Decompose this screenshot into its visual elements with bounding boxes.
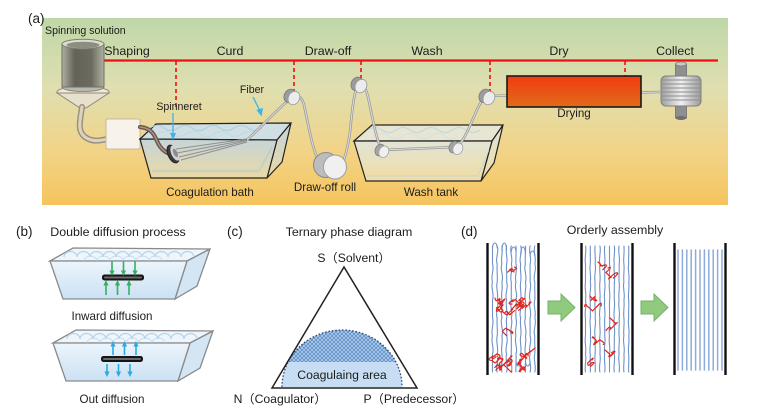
vertex-coagulator-label: N（Coagulator） [234, 392, 327, 406]
panel-b-letter: (b) [16, 224, 33, 239]
panel-b-title: Double diffusion process [50, 225, 185, 239]
panel-a-letter: (a) [28, 11, 45, 26]
inward-diffusion-arrows [103, 261, 138, 295]
drying-oven-icon [506, 75, 642, 108]
fiber-label: Fiber [240, 84, 265, 96]
guide-rollers [283, 76, 496, 180]
assembly-stage-3 [677, 249, 723, 371]
vertex-solvent-label: S（Solvent） [317, 251, 390, 265]
funnel-cone [55, 92, 111, 109]
assembly-stage-2 [583, 245, 630, 373]
drying-label: Drying [557, 107, 591, 120]
fiber-pointer-head [256, 108, 263, 117]
bath-surface-waves [149, 124, 263, 132]
stage-label-shaping: Shaping [104, 44, 150, 58]
metering-pump-icon [105, 118, 141, 150]
panel-c-title: Ternary phase diagram [286, 225, 413, 239]
assembly-stage-1 [488, 242, 537, 373]
panel-c-letter: (c) [227, 224, 243, 239]
collect-spool-icon [660, 61, 702, 120]
stage-label-collect: Collect [656, 44, 694, 58]
panel-d-letter: (d) [461, 224, 478, 239]
panel-a-process-scheme: (a) Shaping Curd Draw-off Wash Dry Colle… [28, 11, 728, 205]
panel-b-double-diffusion: (b) Double diffusion process Inward diff… [16, 224, 214, 406]
panel-d-orderly-assembly: (d) Orderly assembly [461, 223, 727, 375]
assembly-step-arrow-icon [640, 292, 669, 323]
wash-surface-waves [367, 126, 481, 134]
wash-tank-label: Wash tank [404, 186, 459, 199]
ternary-triangle [270, 265, 419, 389]
coagulation-bath-label: Coagulation bath [166, 186, 254, 199]
fiber-fan [175, 138, 248, 161]
outward-diffusion-arrows [104, 341, 139, 377]
fiber-pointer-icon [252, 96, 261, 112]
guide-roller-icon [283, 88, 301, 106]
spinning-solution-tank-icon [55, 38, 111, 109]
panel-d-title: Orderly assembly [567, 223, 664, 237]
spinneret-pointer-head [170, 133, 176, 140]
assembly-step-arrow-icon [547, 292, 576, 323]
stage-label-dry: Dry [549, 44, 569, 58]
draw-off-roller-icon [313, 152, 347, 180]
coagulating-band [282, 362, 402, 387]
guide-roller-icon [448, 140, 464, 156]
diffusion-tank-icon [49, 247, 211, 300]
coagulating-area-label: Coagulaing area [297, 368, 387, 382]
spinning-solution-label: Spinning solution [45, 25, 126, 37]
stage-label-draw-off: Draw-off [305, 44, 352, 58]
inward-diffusion-caption: Inward diffusion [72, 310, 153, 323]
vertex-predecessor-label: P（Predecessor） [364, 392, 465, 406]
spinneret-icon [166, 144, 181, 164]
stage-label-wash: Wash [411, 44, 442, 58]
stage-label-curd: Curd [217, 44, 244, 58]
diffusion-tank-icon [52, 329, 214, 382]
guide-roller-icon [350, 76, 368, 94]
assembly-frames [486, 243, 727, 375]
out-diffusion-caption: Out diffusion [80, 393, 145, 406]
spinneret-label: Spinneret [156, 101, 201, 113]
panel-c-ternary-phase-diagram: (c) Ternary phase diagram S（Solvent） Coa… [227, 224, 464, 406]
guide-roller-icon [478, 88, 496, 106]
draw-off-roll-label: Draw-off roll [294, 181, 356, 194]
guide-roller-icon [374, 143, 390, 159]
